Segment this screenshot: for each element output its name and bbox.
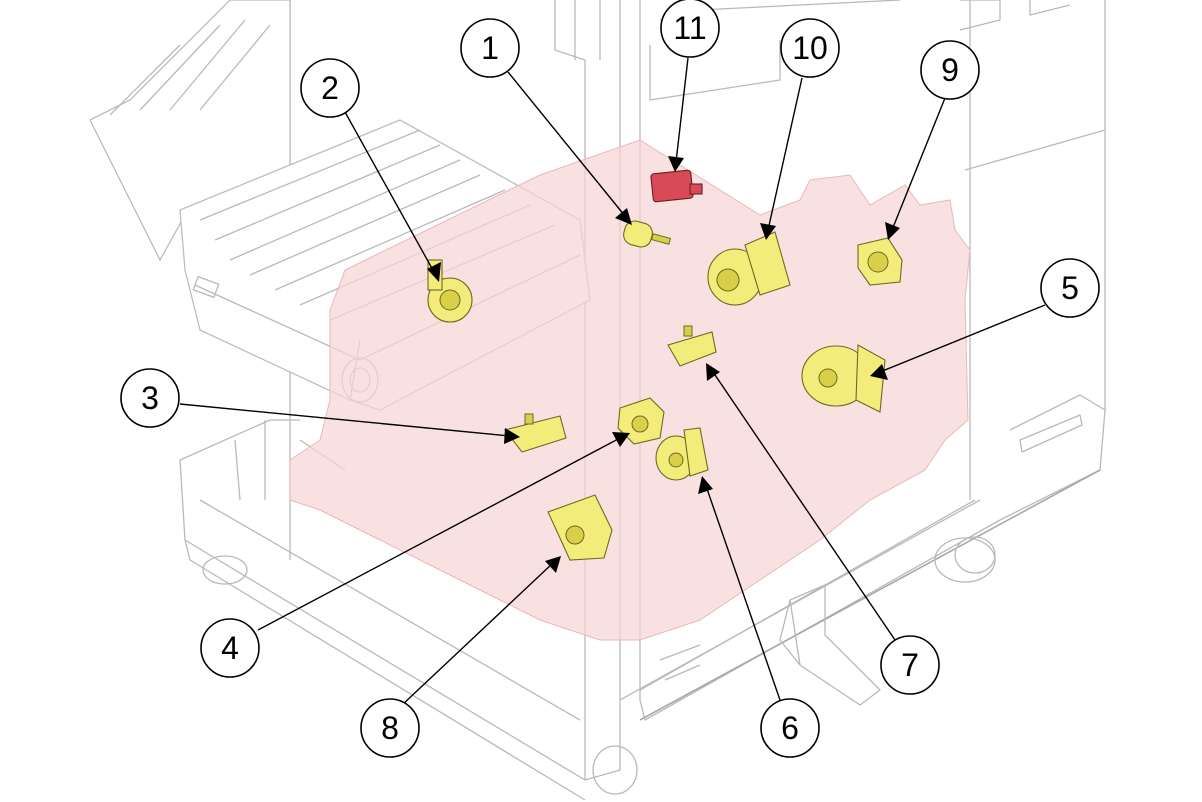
motor-1 [623, 220, 672, 248]
leader-10-arrowhead [760, 223, 776, 240]
leader-3 [179, 403, 511, 437]
leader-5-arrowhead [870, 364, 888, 380]
leader-8-arrowhead [545, 556, 561, 573]
motor-7 [667, 325, 717, 367]
leader-5 [879, 304, 1046, 373]
leader-6 [705, 485, 781, 701]
callout-4: 4 [200, 618, 260, 678]
callout-5-label: 5 [1061, 270, 1079, 306]
callout-2-label: 2 [321, 70, 339, 106]
callout-1: 1 [460, 18, 520, 78]
sensor-11 [650, 169, 703, 203]
leader-8 [401, 562, 554, 706]
leader-7 [712, 371, 896, 641]
leader-6-arrowhead [698, 476, 713, 494]
callout-10-label: 10 [792, 30, 828, 66]
leader-lines [179, 57, 1046, 706]
leader-2 [344, 111, 435, 273]
leader-2-arrowhead [427, 262, 441, 282]
callout-6: 6 [760, 698, 820, 758]
motor-9 [857, 237, 903, 286]
leader-1-arrowhead [615, 208, 632, 225]
callout-7: 7 [880, 635, 940, 695]
callout-11: 11 [660, 0, 720, 58]
callout-3: 3 [120, 368, 180, 428]
leader-3-arrowhead [504, 428, 520, 444]
callout-9: 9 [920, 40, 980, 100]
leader-1 [507, 71, 626, 217]
motor-3 [504, 413, 567, 453]
leader-11 [675, 57, 689, 163]
callout-9-label: 9 [941, 52, 959, 88]
callout-8: 8 [360, 698, 420, 758]
callout-8-label: 8 [381, 710, 399, 746]
motor-2 [427, 259, 473, 323]
motor-10 [707, 231, 791, 306]
callout-1-label: 1 [481, 30, 499, 66]
leader-11-arrowhead [668, 156, 684, 172]
callout-10: 10 [780, 18, 840, 78]
callout-5: 5 [1040, 258, 1100, 318]
motor-5 [801, 344, 886, 413]
highlighted-frame-area [289, 139, 971, 641]
motor-6 [655, 427, 709, 481]
motor-8 [547, 494, 613, 561]
callout-3-label: 3 [141, 380, 159, 416]
motor-4 [617, 397, 665, 445]
callout-6-label: 6 [781, 710, 799, 746]
leader-4-arrowhead [612, 432, 630, 447]
leader-4 [257, 437, 621, 631]
callout-2: 2 [300, 58, 360, 118]
callout-7-label: 7 [901, 647, 919, 683]
leader-9-arrowhead [885, 222, 900, 240]
leader-9 [891, 97, 946, 231]
leader-10 [767, 77, 803, 231]
leader-7-arrowhead [706, 363, 720, 381]
callout-11-label: 11 [673, 10, 706, 46]
callout-4-label: 4 [221, 630, 239, 666]
